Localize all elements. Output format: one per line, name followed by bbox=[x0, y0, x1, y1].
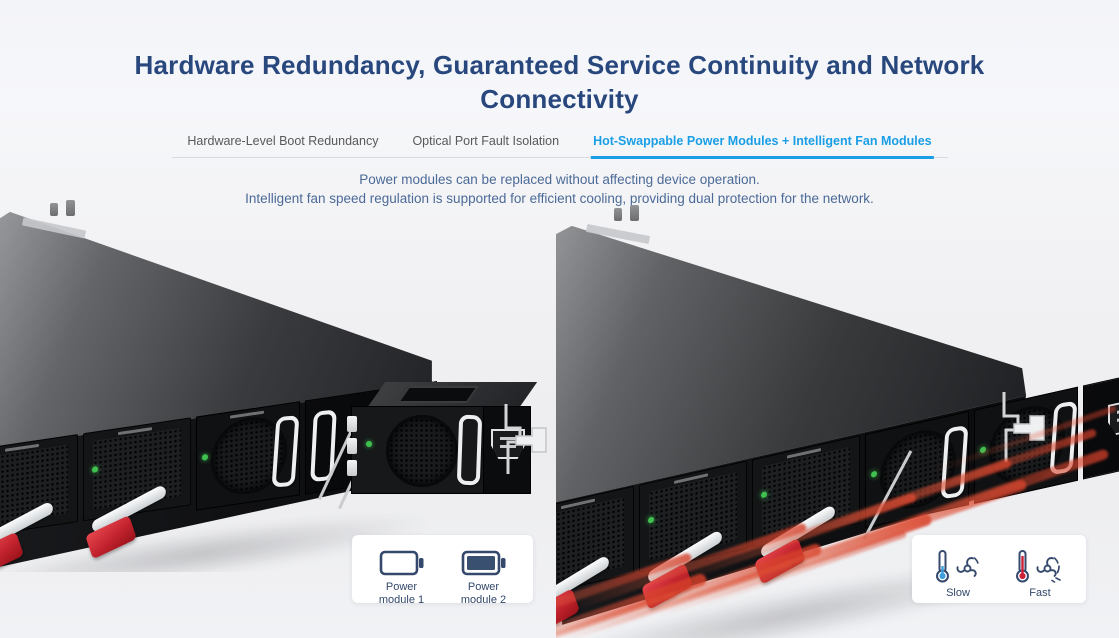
legend-item-slow: Slow bbox=[929, 549, 987, 600]
tab-hot-swappable-power-modules[interactable]: Hot-Swappable Power Modules + Intelligen… bbox=[591, 128, 934, 159]
fan-speed-legend: Slow bbox=[912, 535, 1086, 603]
legend-item-fast: Fast bbox=[1011, 549, 1069, 600]
chassis-screw-post bbox=[66, 200, 75, 216]
status-led bbox=[202, 453, 208, 461]
chassis-screw-post bbox=[50, 203, 58, 216]
legend-label: Power module 2 bbox=[460, 581, 507, 606]
fan-module bbox=[0, 434, 78, 572]
tab-hardware-level-boot-redundancy[interactable]: Hardware-Level Boot Redundancy bbox=[187, 134, 379, 148]
fan-fast-icon bbox=[1036, 557, 1061, 583]
tab-optical-port-fault-isolation[interactable]: Optical Port Fault Isolation bbox=[412, 134, 560, 148]
latch-clip bbox=[347, 438, 357, 454]
fan-module bbox=[83, 417, 191, 560]
legend-label: Slow bbox=[946, 587, 970, 599]
mounting-bracket-icon bbox=[504, 404, 547, 474]
chassis-screw-post bbox=[614, 208, 622, 221]
slow-icon-pair bbox=[934, 549, 983, 583]
battery-outline-icon bbox=[379, 550, 423, 576]
thermometer-cool-icon bbox=[935, 550, 949, 583]
fan-mesh bbox=[386, 415, 458, 487]
status-led bbox=[871, 470, 877, 478]
battery-filled-icon bbox=[461, 550, 505, 576]
fan-slow-icon bbox=[956, 557, 979, 577]
description-line-1: Power modules can be replaced without af… bbox=[359, 172, 760, 187]
description-line-2: Intelligent fan speed regulation is supp… bbox=[245, 191, 874, 206]
tab-bar: Hardware-Level Boot Redundancy Optical P… bbox=[171, 128, 948, 159]
status-led bbox=[366, 441, 372, 447]
tab-description: Power modules can be replaced without af… bbox=[0, 170, 1119, 208]
legend-label: Power module 1 bbox=[378, 581, 425, 606]
switch-image-power-modules bbox=[0, 200, 553, 572]
module-handle bbox=[271, 415, 300, 488]
power-module-legend: Power module 1 Power module 2 bbox=[352, 535, 533, 606]
fan-module-large bbox=[196, 401, 300, 511]
thermometer-hot-icon bbox=[1016, 550, 1029, 583]
module-handle bbox=[456, 414, 483, 486]
power-module-handle-slot bbox=[397, 386, 479, 403]
legend-item-power-module-1: Power module 1 bbox=[373, 549, 431, 607]
latch-clip bbox=[347, 416, 357, 432]
legend-item-power-module-2: Power module 2 bbox=[455, 549, 513, 607]
fast-icon-pair bbox=[1014, 549, 1066, 583]
latch-clip bbox=[347, 460, 357, 476]
page-title: Hardware Redundancy, Guaranteed Service … bbox=[134, 50, 985, 114]
legend-label: Fast bbox=[1029, 587, 1051, 599]
power-socket bbox=[1108, 396, 1119, 436]
chassis-screw-post bbox=[630, 205, 639, 221]
